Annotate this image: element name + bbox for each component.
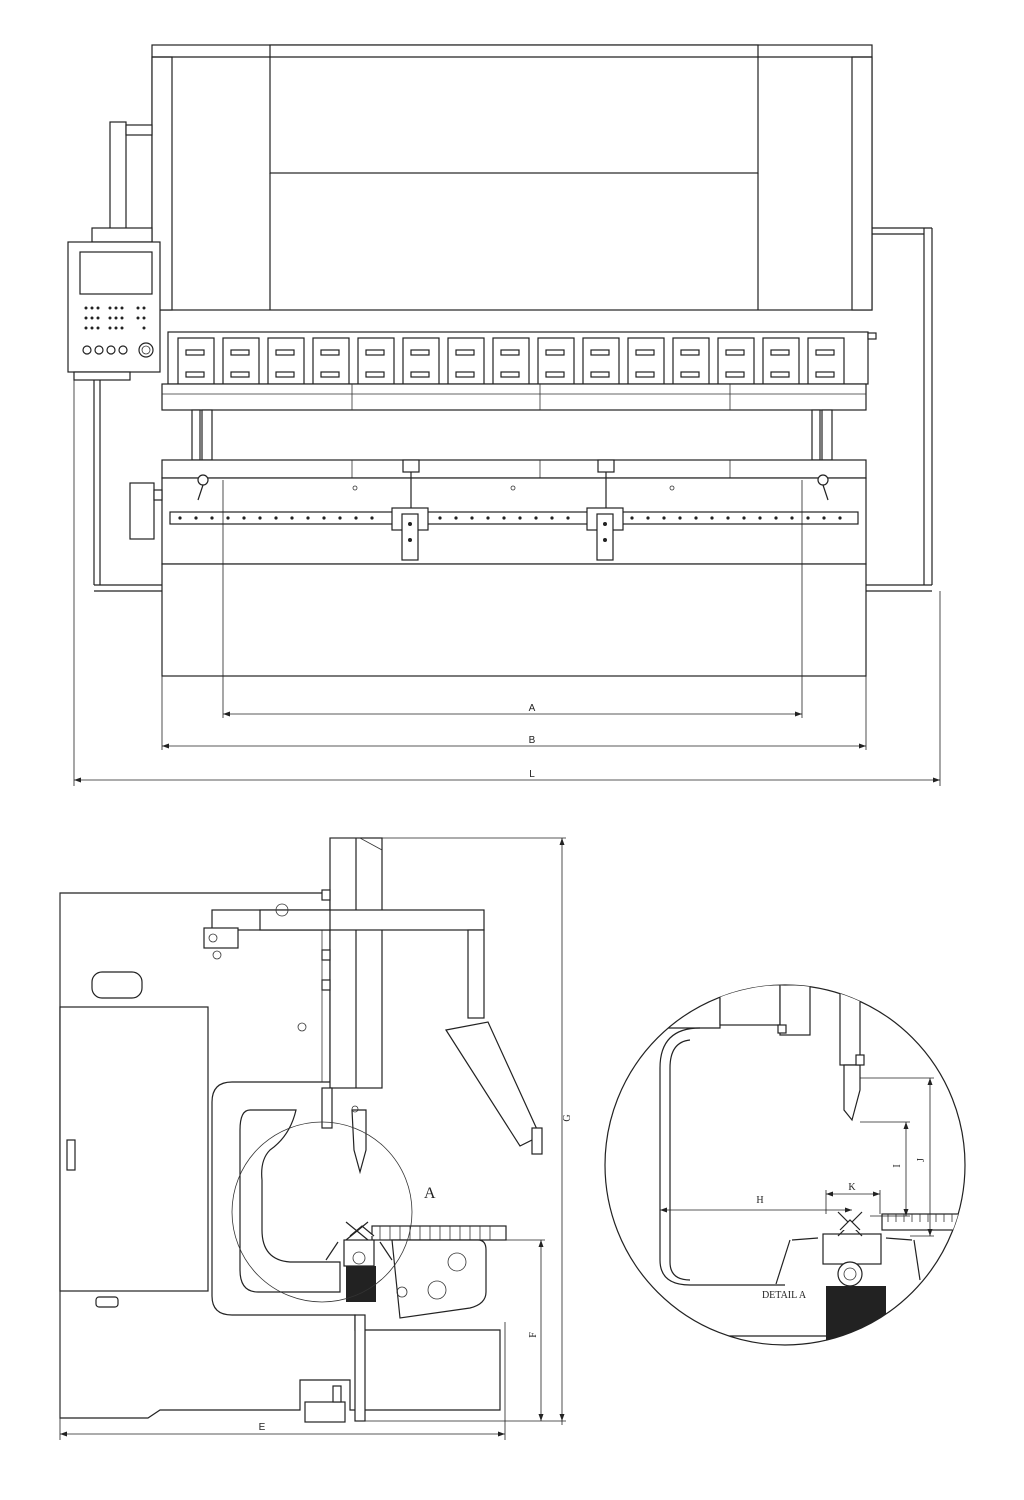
table-teeth <box>379 1226 491 1240</box>
dimension-G: G <box>365 837 573 1425</box>
control-arm <box>109 121 127 243</box>
detail-a-title: DETAIL A <box>762 1290 807 1301</box>
panel-button <box>118 345 128 355</box>
die-block <box>343 1239 375 1267</box>
right-side-plate <box>851 56 873 311</box>
upper-tool-clamps <box>177 337 845 385</box>
panel-button <box>94 345 104 355</box>
upper-beam <box>269 44 759 174</box>
side-worktable <box>371 1225 507 1241</box>
dimension-label-J: J <box>916 1158 927 1162</box>
keypad <box>84 306 146 330</box>
punch-tip <box>351 1109 367 1175</box>
dimension-label-H: H <box>756 1195 763 1206</box>
dimension-B: B <box>161 676 867 750</box>
dimension-label-E: E <box>259 1422 266 1433</box>
lower-die <box>161 459 867 479</box>
dimension-F: F <box>506 1239 545 1421</box>
side-view: A G F E <box>59 837 573 1440</box>
punch-beam <box>161 383 867 411</box>
detail-table-teeth <box>887 1214 953 1222</box>
panel-button <box>82 345 92 355</box>
side-bed <box>391 1239 487 1319</box>
support-arm-pivot <box>197 474 209 486</box>
dimension-L: L <box>73 380 941 786</box>
detail-punch <box>843 1064 861 1122</box>
gauge-bracket <box>203 927 239 949</box>
pendant-arm <box>445 1021 541 1147</box>
dimension-label-I: I <box>892 1164 903 1167</box>
dimension-label-B: B <box>529 735 536 746</box>
detail-die-block <box>822 1233 882 1265</box>
emergency-stop <box>138 342 154 358</box>
front-leg <box>354 1314 366 1422</box>
detail-callout-label: A <box>424 1185 436 1202</box>
dimension-label-K: K <box>848 1182 856 1193</box>
dimension-label-A: A <box>529 703 536 714</box>
back-gauge-finger <box>391 459 429 567</box>
dimension-label-L: L <box>529 769 535 780</box>
detail-circle-callout <box>231 1121 413 1303</box>
back-gauge-rail <box>169 511 859 525</box>
panel-button <box>106 345 116 355</box>
front-view: A B L <box>67 44 941 786</box>
throat-opening <box>239 1109 341 1293</box>
lower-frame <box>161 563 867 677</box>
lift-handle <box>91 971 143 999</box>
gauge-motor <box>129 482 155 540</box>
cabinet-lock <box>66 1139 76 1171</box>
dimension-E: E <box>59 1322 506 1440</box>
die-holder <box>346 1266 376 1302</box>
control-screen <box>79 251 153 295</box>
electric-cabinet <box>59 1006 209 1292</box>
dimension-A: A <box>222 480 803 718</box>
detail-a-view: H K I J DETAIL A <box>604 984 966 1346</box>
detail-die-holder <box>826 1286 886 1345</box>
dimension-label-G: G <box>562 1114 573 1121</box>
support-arm-pivot <box>817 474 829 486</box>
rail-bolts <box>178 516 842 520</box>
back-gauge-finger <box>586 459 624 567</box>
upper-support-beam <box>211 909 485 931</box>
dimension-label-F: F <box>528 1332 539 1338</box>
